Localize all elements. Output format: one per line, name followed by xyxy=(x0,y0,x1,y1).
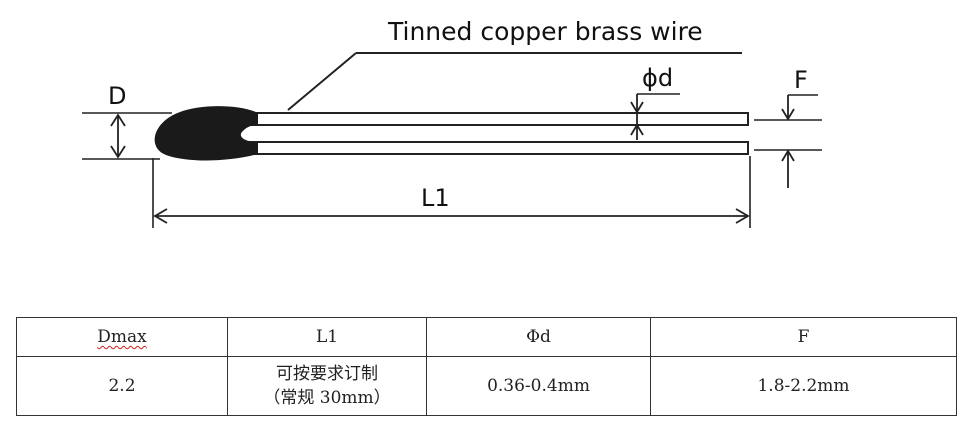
dim-f-arrow-up xyxy=(781,149,795,162)
table-row: 2.2 可按要求订制 （常规 30mm） 0.36-0.4mm 1.8-2.2m… xyxy=(16,356,957,416)
table-header-row: Dmax L1 Φd F xyxy=(16,317,957,357)
dim-d-arrow-bottom xyxy=(110,145,126,159)
lower-lead-wire xyxy=(249,141,749,155)
dim-l1-arrow-right xyxy=(735,208,750,224)
dim-phid-arrow-up xyxy=(630,123,644,136)
wire-label: Tinned copper brass wire xyxy=(387,17,703,46)
cell-l1-line2: （常规 30mm） xyxy=(263,388,391,408)
cell-dmax: 2.2 xyxy=(16,356,228,416)
dim-l1-label: L1 xyxy=(421,184,450,212)
header-phid: Φd xyxy=(426,317,651,357)
dim-d-label: D xyxy=(108,82,126,110)
wire-leader-line xyxy=(287,52,357,111)
dim-phid-label: ϕd xyxy=(642,64,673,92)
thermistor-drawing: Tinned copper brass wire D L1 ϕd F xyxy=(82,17,822,228)
dim-phid-arrow-down xyxy=(630,101,644,114)
dim-f-label: F xyxy=(794,66,808,94)
dim-l1-arrow-left xyxy=(153,208,168,224)
header-l1: L1 xyxy=(227,317,427,357)
thermistor-bead xyxy=(154,106,258,161)
cell-l1-line1: 可按要求订制 xyxy=(276,364,378,384)
header-dmax: Dmax xyxy=(16,317,228,357)
cell-f: 1.8-2.2mm xyxy=(650,356,957,416)
cell-l1: 可按要求订制 （常规 30mm） xyxy=(227,356,427,416)
spec-table: Dmax L1 Φd F 2.2 可按要求订制 （常规 30mm） 0.36-0… xyxy=(16,317,957,416)
cell-phid: 0.36-0.4mm xyxy=(426,356,651,416)
dim-f-arrow-down xyxy=(781,108,795,121)
upper-lead-wire xyxy=(249,112,749,126)
header-f: F xyxy=(650,317,957,357)
dim-d-arrow-top xyxy=(110,113,126,127)
